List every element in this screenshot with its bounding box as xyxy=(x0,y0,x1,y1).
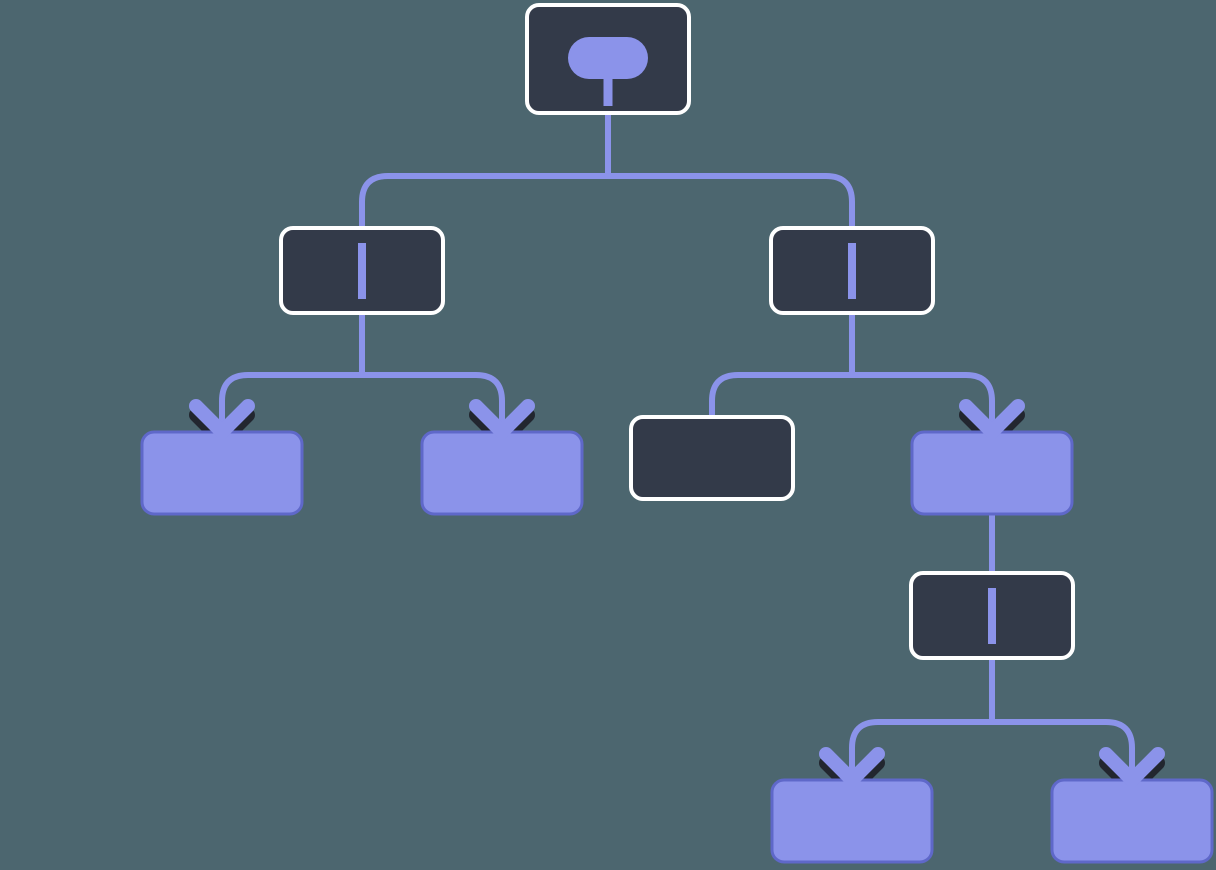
node-rect-purple[interactable] xyxy=(1050,778,1214,864)
branch-node-left[interactable] xyxy=(279,226,445,315)
arrow-chevron xyxy=(189,399,255,439)
node-rect-purple[interactable] xyxy=(420,430,584,516)
arrow-chevron xyxy=(469,399,535,439)
leaf-node-1[interactable] xyxy=(140,430,304,516)
intermediate-node-purple[interactable] xyxy=(910,430,1074,516)
arrow-chevron xyxy=(959,399,1025,439)
node-pill-icon xyxy=(568,37,648,79)
arrow-chevron xyxy=(1099,747,1165,787)
edge-branch-right-to-intermediate xyxy=(852,372,995,432)
edge-root-to-branch-right xyxy=(608,173,855,228)
arrowhead xyxy=(469,399,535,439)
arrowhead xyxy=(819,747,885,787)
edge-branch-left-to-leaf-2 xyxy=(362,372,505,432)
edge-root-to-branch-left xyxy=(359,173,608,228)
edge-branch-left-to-leaf-1 xyxy=(219,372,362,432)
node-rect-dark[interactable] xyxy=(629,415,795,501)
node-rect-purple[interactable] xyxy=(140,430,304,516)
root-node[interactable] xyxy=(525,3,691,115)
node-rect-purple[interactable] xyxy=(910,430,1074,516)
terminal-node-dark[interactable] xyxy=(629,415,795,501)
branch-node-lower[interactable] xyxy=(909,571,1075,660)
arrow-head-layer xyxy=(189,399,1165,787)
arrowhead xyxy=(189,399,255,439)
edge-branch-lower-to-leaf-3 xyxy=(849,719,992,780)
arrowhead xyxy=(959,399,1025,439)
nodes-layer xyxy=(140,3,1214,864)
branch-node-right[interactable] xyxy=(769,226,935,315)
edges-layer xyxy=(219,106,1135,780)
arrow-chevron xyxy=(819,747,885,787)
arrowhead xyxy=(1099,747,1165,787)
edge-branch-lower-to-leaf-4 xyxy=(992,719,1135,780)
node-rect-purple[interactable] xyxy=(770,778,934,864)
leaf-node-2[interactable] xyxy=(420,430,584,516)
leaf-node-3[interactable] xyxy=(770,778,934,864)
edge-branch-right-to-terminal-dark xyxy=(709,372,852,417)
leaf-node-4[interactable] xyxy=(1050,778,1214,864)
